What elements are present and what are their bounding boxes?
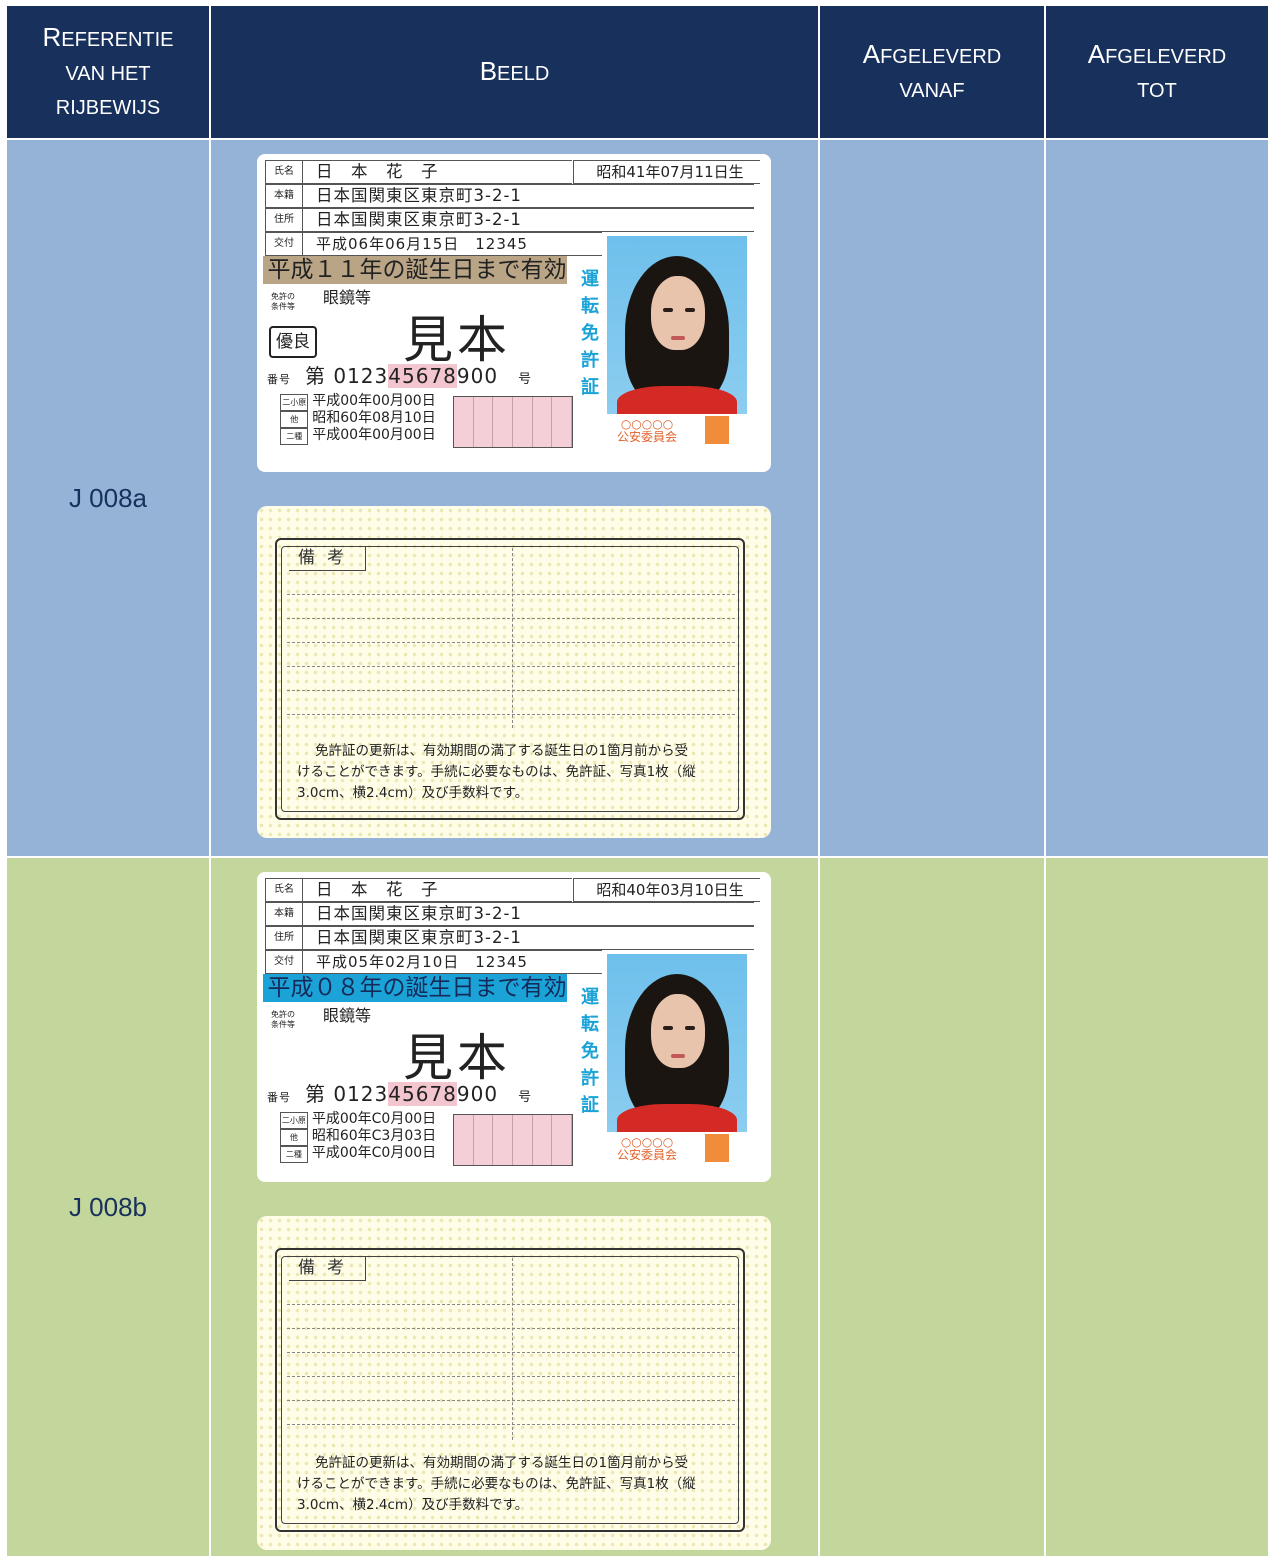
reference-cell: J 008b <box>5 856 211 1558</box>
header-issued-from: Afgeleverd vanaf <box>818 4 1046 140</box>
commission-name: ○○○○○ 公安委員会 <box>616 417 677 444</box>
header-issued-to: Afgeleverd tot <box>1044 4 1268 140</box>
issued-from-cell <box>818 856 1046 1558</box>
category-dates: 二小原平成00年00月00日 他昭和60年08月10日 二種平成00年00月00… <box>280 393 436 445</box>
category-grid <box>453 396 573 448</box>
seal-icon <box>705 1134 729 1162</box>
issued-to-cell <box>1044 138 1268 858</box>
commission-name: ○○○○○ 公安委員会 <box>616 1135 677 1162</box>
renewal-notice: 免許証の更新は、有効期間の満了する誕生日の1箇月前から受 けることができます。手… <box>297 743 696 801</box>
license-front-image: 氏名日 本 花 子 昭和41年07月11日生 本籍日本国関東区東京町3-2-1 … <box>257 154 771 472</box>
validity-band: 平成１１年の誕生日まで有効 <box>263 256 567 284</box>
reference-cell: J 008a <box>5 138 211 858</box>
image-cell: 氏名日 本 花 子 昭和41年07月11日生 本籍日本国関東区東京町3-2-1 … <box>209 138 820 858</box>
header-row: Referentie van het rijbewijs Beeld Afgel… <box>5 4 1268 140</box>
portrait-photo <box>607 236 747 414</box>
image-cell: 氏名日 本 花 子 昭和40年03月10日生 本籍日本国関東区東京町3-2-1 … <box>209 856 820 1558</box>
license-table: Referentie van het rijbewijs Beeld Afgel… <box>5 4 1268 1558</box>
remarks-label: 備考 <box>289 546 366 571</box>
issued-from-cell <box>818 138 1046 858</box>
license-vertical-title: 運 転 免 許 証 <box>581 987 599 1116</box>
license-back-image: 備考 免許証の更新は、有効期間の満了する誕生日の1箇月前から受 けることができま… <box>257 1216 771 1550</box>
sample-stamp: 見本 <box>403 1029 511 1087</box>
validity-band: 平成０８年の誕生日まで有効 <box>263 974 567 1002</box>
header-image: Beeld <box>209 4 820 140</box>
table-row: J 008b 氏名日 本 花 子 昭和40年03月10日生 本籍日本国関東区東京… <box>5 856 1268 1558</box>
remarks-label: 備考 <box>289 1256 366 1281</box>
category-grid <box>453 1114 573 1166</box>
portrait-photo <box>607 954 747 1132</box>
seal-icon <box>705 416 729 444</box>
issued-to-cell <box>1044 856 1268 1558</box>
header-reference: Referentie van het rijbewijs <box>5 4 211 140</box>
table-row: J 008a 氏名日 本 花 子 昭和41年07月11日生 本籍日本国関東区東京… <box>5 138 1268 858</box>
category-dates: 二小原平成00年C0月00日 他昭和60年C3月03日 二種平成00年C0月00… <box>279 1111 437 1163</box>
sample-stamp: 見本 <box>403 311 511 369</box>
license-front-image: 氏名日 本 花 子 昭和40年03月10日生 本籍日本国関東区東京町3-2-1 … <box>257 872 771 1182</box>
excellent-badge: 優良 <box>269 326 317 358</box>
license-back-image: 備考 免許証の更新は、有効期間の満了する誕生日の1箇月前から受 けることができま… <box>257 506 771 838</box>
birth-date: 昭和41年07月11日生 <box>573 160 760 184</box>
renewal-notice: 免許証の更新は、有効期間の満了する誕生日の1箇月前から受 けることができます。手… <box>297 1455 696 1513</box>
license-vertical-title: 運 転 免 許 証 <box>581 269 599 398</box>
birth-date: 昭和40年03月10日生 <box>573 878 760 902</box>
